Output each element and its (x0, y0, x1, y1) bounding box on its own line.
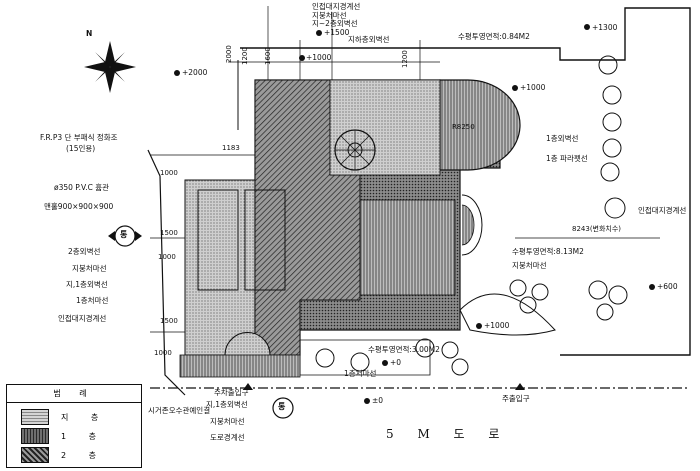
label-basement-wall: 지하층외벽선 (348, 35, 390, 44)
dim-1500b: 1500 (160, 317, 178, 325)
label-adj-left: 인접대지경계선 (58, 314, 107, 323)
label-adj-top: 인접대지경계선 (312, 2, 361, 11)
label-first-eave-low: 1층처마선 (344, 369, 377, 378)
label-road: 5 M 도 로 (386, 427, 510, 441)
r-label: R8250 (452, 123, 475, 131)
level-0b: ±0 (372, 396, 384, 405)
bay-window (439, 79, 521, 171)
dim-1183: 1183 (222, 144, 240, 152)
legend: 범 례 지 층 1 층 2 층 (6, 384, 142, 468)
label-frp-tank: F.R.P3 단 부패식 정화조 (40, 133, 118, 142)
dim-1000a: 1000 (160, 169, 178, 177)
label-b1-wall: 지,1층외벽선 (66, 280, 108, 289)
label-pvc-pipe: ø350 P.V.C 흄관 (54, 183, 109, 192)
level-600: +600 (657, 282, 678, 291)
label-water-meter: 시거존오수관예인결 (148, 406, 211, 415)
legend-swatch-second (21, 447, 49, 463)
label-manhole: 맨홀900×900×900 (44, 202, 114, 211)
level-1000b: +1000 (520, 83, 546, 92)
legend-label-basement: 지 층 (61, 413, 109, 422)
north-label: N (86, 29, 93, 38)
legend-title: 범 례 (7, 385, 141, 403)
level-0a: +0 (390, 358, 402, 367)
circle-mark-bottom: 통 (278, 402, 286, 411)
label-roof-eave-low: 지붕처마선 (210, 417, 245, 426)
label-first-eave: 1층처마선 (76, 296, 109, 305)
level-2000: +2000 (182, 68, 208, 77)
label-roof-eave-mid: 지붕처마선 (512, 261, 547, 270)
label-main-entry: 주출입구 (502, 394, 530, 403)
label-proj-area-mid: 수평투영면적:8.13M2 (512, 247, 584, 256)
dim-1200a: 1200 (241, 47, 249, 65)
label-adj-right: 인접대지경계선 (638, 206, 687, 215)
label-b2f-wall: 지~2층외벽선 (312, 19, 358, 28)
label-proj-area-top: 수평투영면적:0.84M2 (458, 32, 530, 41)
label-second-wall: 2층외벽선 (68, 247, 101, 256)
label-proj-area-low: 수평투영면적:3.00M2 (368, 345, 440, 354)
north-arrow-icon (84, 41, 136, 93)
dim-1600: 1600 (264, 47, 272, 65)
dim-1000c: 1000 (154, 349, 172, 357)
legend-swatch-first (21, 428, 49, 444)
dim-1200b: 1200 (401, 50, 409, 68)
label-frp-people: (15인용) (66, 144, 96, 153)
site-boundary (240, 7, 691, 356)
dim-2000: 2000 (225, 45, 233, 63)
label-gate-dist: 8243(변화치수) (572, 225, 622, 233)
level-1000a: +1000 (306, 53, 332, 62)
label-road-line: 도로경계선 (210, 433, 245, 442)
dim-1000b: 1000 (158, 253, 176, 261)
label-roof-finish: 지붕처마선 (312, 11, 347, 20)
legend-swatch-basement (21, 409, 49, 425)
legend-label-second: 2 층 (61, 451, 106, 460)
circle-mark-left: 통 (120, 230, 128, 239)
level-1000c: +1000 (484, 321, 510, 330)
label-car-entry: 주차출입구 (214, 388, 249, 397)
legend-label-first: 1 층 (61, 432, 106, 441)
label-first-parapet: 1층 파라펫선 (546, 154, 588, 163)
label-b1-wall-low: 지,1층외벽선 (206, 400, 248, 409)
dim-1500a: 1500 (160, 229, 178, 237)
label-first-wall: 1층외벽선 (546, 134, 579, 143)
west-boundary (147, 149, 186, 396)
label-roof-eave: 지붕처마선 (72, 264, 107, 273)
level-1300: +1300 (592, 23, 618, 32)
level-top: +1500 (324, 28, 350, 37)
